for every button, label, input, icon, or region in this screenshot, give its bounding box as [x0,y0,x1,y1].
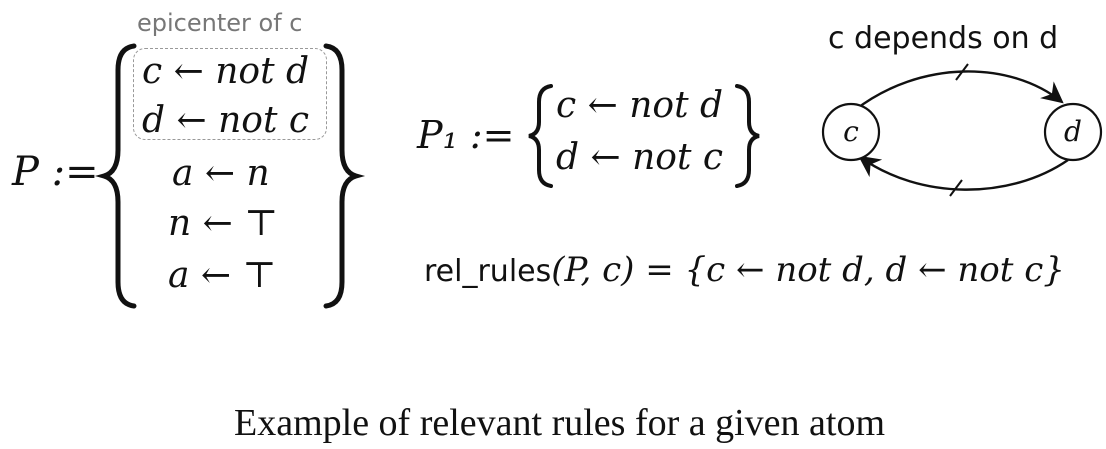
program-rule-3: a ← n [172,153,270,194]
subprogram-left-brace [528,84,553,188]
subprogram-label: P₁ := [417,113,515,157]
node-d-label: d [1064,115,1082,148]
program-rule-2: d ← not c [142,100,310,141]
program-right-brace [323,43,366,309]
subprogram-rule-2: d ← not c [556,137,724,178]
relevant-rules-result: = {c ← not d, d ← not c} [634,250,1065,290]
program-rule-5: a ← ⊤ [168,255,277,296]
edge-d-to-c [858,155,1069,191]
node-c [821,102,881,162]
epicenter-label: epicenter of c [137,9,303,37]
program-left-brace [94,43,137,309]
dependency-label: c depends on d [828,21,1059,56]
relevant-rules-arguments: (P, c) [551,250,635,290]
node-d [1043,102,1103,162]
subprogram-right-brace [735,84,760,188]
program-label: P := [12,149,99,195]
program-rule-4: n ← ⊤ [168,203,279,244]
relevant-rules-equation: rel_rules(P, c) = {c ← not d, d ← not c} [424,253,1065,287]
relevant-rules-function: rel_rules [424,254,552,289]
epicenter-box [133,48,327,140]
subprogram-rule-1: c ← not d [556,85,724,126]
edge-c-to-d-negation-tick [955,63,969,81]
program-rule-1: c ← not d [142,51,310,92]
node-c-label: c [843,115,859,148]
figure-caption: Example of relevant rules for a given at… [234,402,886,444]
edge-d-to-c-negation-tick [949,179,963,197]
